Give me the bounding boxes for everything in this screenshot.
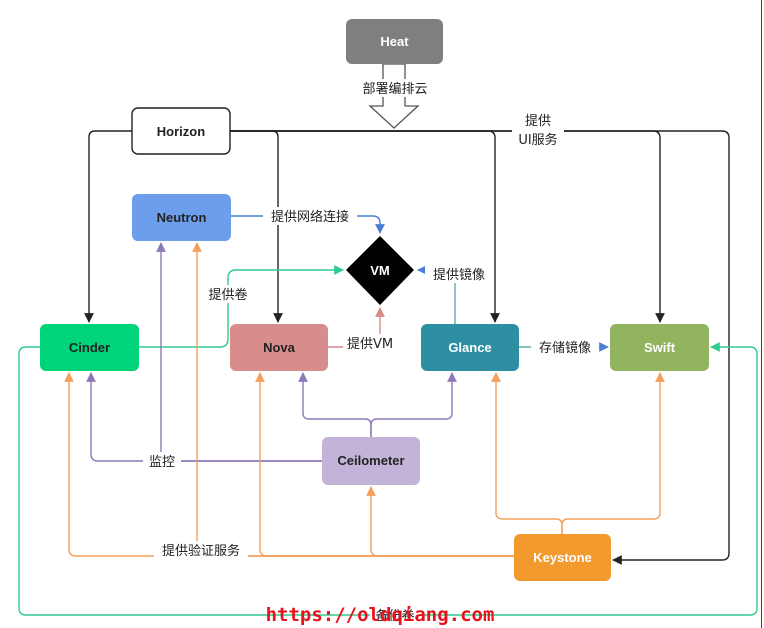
edge-keystone-swift [561,372,665,534]
node-vm-label: VM [370,263,390,278]
edge-ceilometer-nova [298,372,372,437]
label-orchestrate: 部署编排云 [362,82,427,97]
horizon-edges [84,130,730,565]
label-backup: 备份卷 [375,608,414,624]
node-keystone-label: Keystone [533,550,592,565]
edge-keystone-cinder [64,372,514,557]
label-volume: 提供卷 [208,287,247,303]
node-vm[interactable]: VM [346,236,414,305]
label-auth: 提供验证服务 [162,543,240,559]
node-neutron-label: Neutron [157,210,207,225]
node-nova-label: Nova [263,340,296,355]
label-image: 提供镜像 [433,267,485,283]
node-horizon-label: Horizon [157,124,205,139]
node-ceilometer-label: Ceilometer [337,453,404,468]
watermark-url: https://oldqiang.com [266,604,495,626]
node-cinder[interactable]: Cinder [40,324,139,371]
node-swift[interactable]: Swift [610,324,709,371]
edge-horizon-keystone [230,130,730,565]
edge-keystone-ceilometer [366,486,514,557]
right-border [761,0,762,628]
label-provide-vm: 提供VM [347,336,393,352]
edge-horizon-swift [230,130,665,323]
node-glance[interactable]: Glance [421,324,519,371]
label-monitor: 监控 [149,455,175,470]
edge-keystone-glance [491,372,563,534]
label-network: 提供网络连接 [271,209,349,225]
edge-neutron-vm [231,215,385,234]
edge-labels: 部署编排云 提供 UI服务 提供网络连接 提供镜像 提供卷 提供VM 存储镜像 … [143,79,599,624]
edge-keystone-nova [255,372,514,557]
label-ui-service-2: UI服务 [518,132,557,148]
node-heat[interactable]: Heat [346,19,443,64]
edge-horizon-cinder [84,130,132,323]
node-neutron[interactable]: Neutron [132,194,231,241]
edge-ceilometer-cinder [86,372,322,462]
node-glance-label: Glance [448,340,491,355]
edge-cinder-vm [139,265,344,348]
node-nova[interactable]: Nova [230,324,328,371]
node-ceilometer[interactable]: Ceilometer [322,437,420,485]
node-heat-label: Heat [380,34,409,49]
node-swift-label: Swift [644,340,676,355]
edge-ceilometer-glance [370,372,457,437]
label-ui-service-1: 提供 [525,113,551,129]
label-store-image: 存储镜像 [539,341,591,356]
orange-edges [64,242,665,557]
node-keystone[interactable]: Keystone [514,534,611,581]
node-horizon[interactable]: Horizon [131,107,231,155]
node-cinder-label: Cinder [69,340,110,355]
